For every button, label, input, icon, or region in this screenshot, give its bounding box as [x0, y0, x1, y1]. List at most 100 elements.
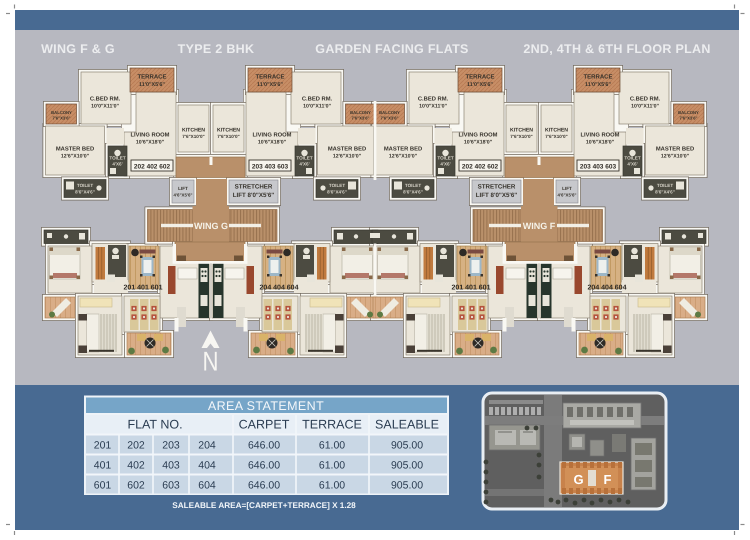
svg-text:7'6"X3'6": 7'6"X3'6" [679, 116, 697, 121]
svg-text:G: G [573, 472, 583, 487]
svg-text:F: F [604, 472, 612, 487]
svg-text:203 403 603: 203 403 603 [580, 164, 617, 171]
svg-text:WING F: WING F [523, 221, 556, 231]
svg-text:61.00: 61.00 [319, 440, 345, 452]
svg-text:MASTER BED: MASTER BED [384, 146, 422, 153]
svg-text:10'6"X18'0": 10'6"X18'0" [258, 140, 287, 146]
svg-text:GARDEN FACING FLATS: GARDEN FACING FLATS [315, 42, 468, 56]
svg-text:BALCONY: BALCONY [350, 110, 371, 115]
svg-text:12'6"X10'0": 12'6"X10'0" [661, 154, 690, 160]
svg-text:N: N [203, 347, 219, 377]
svg-text:201 401 601: 201 401 601 [124, 285, 163, 292]
svg-text:4'X6': 4'X6' [112, 162, 122, 167]
svg-text:SALEABLE AREA=[CARPET+TERRACE: SALEABLE AREA=[CARPET+TERRACE] X 1.28 [172, 501, 356, 510]
svg-text:TOILET: TOILET [77, 183, 93, 188]
svg-text:TERRACE: TERRACE [255, 74, 284, 81]
svg-text:905.00: 905.00 [391, 480, 423, 492]
svg-text:LIFT 8'0"X5'6": LIFT 8'0"X5'6" [233, 192, 275, 199]
svg-text:202 402 602: 202 402 602 [462, 164, 499, 171]
svg-text:603: 603 [162, 480, 180, 492]
svg-text:7'6"X10'0": 7'6"X10'0" [182, 134, 204, 139]
svg-text:LIVING ROOM: LIVING ROOM [459, 132, 498, 139]
svg-text:8'6"X4'6": 8'6"X4'6" [655, 190, 675, 195]
svg-text:KITCHEN: KITCHEN [545, 128, 568, 134]
svg-text:4'X6': 4'X6' [627, 162, 637, 167]
svg-text:203 403 603: 203 403 603 [252, 164, 289, 171]
svg-text:C.BED RM.: C.BED RM. [302, 96, 333, 103]
svg-text:TERRACE: TERRACE [583, 74, 612, 81]
svg-text:STRETCHER: STRETCHER [478, 184, 516, 191]
svg-text:TOILET: TOILET [405, 183, 421, 188]
svg-text:12'6"X10'0": 12'6"X10'0" [61, 154, 90, 160]
svg-text:8'6"X4'6": 8'6"X4'6" [327, 190, 347, 195]
svg-text:7'6"X3'6": 7'6"X3'6" [380, 116, 398, 121]
svg-text:11'0"X5'6": 11'0"X5'6" [139, 82, 165, 88]
svg-text:SALEABLE: SALEABLE [375, 418, 439, 432]
svg-text:TOILET: TOILET [657, 183, 673, 188]
svg-text:LIVING ROOM: LIVING ROOM [131, 132, 170, 139]
svg-text:KITCHEN: KITCHEN [510, 128, 533, 134]
svg-text:10'6"X18'0": 10'6"X18'0" [464, 140, 493, 146]
svg-text:C.BED RM.: C.BED RM. [630, 96, 661, 103]
svg-text:4'X6': 4'X6' [299, 162, 309, 167]
svg-text:11'0"X5'6": 11'0"X5'6" [257, 82, 283, 88]
svg-text:7'6"X3'6": 7'6"X3'6" [52, 116, 70, 121]
svg-text:10'6"X18'0": 10'6"X18'0" [136, 140, 165, 146]
svg-text:WING G: WING G [194, 221, 228, 231]
svg-text:LIFT: LIFT [562, 186, 572, 191]
svg-text:LIVING ROOM: LIVING ROOM [253, 132, 292, 139]
svg-text:TERRACE: TERRACE [137, 74, 166, 81]
svg-text:TYPE 2 BHK: TYPE 2 BHK [178, 42, 255, 56]
svg-text:LIVING ROOM: LIVING ROOM [581, 132, 620, 139]
svg-text:201: 201 [94, 440, 112, 452]
svg-text:C.BED RM.: C.BED RM. [90, 96, 121, 103]
svg-text:WING F & G: WING F & G [41, 42, 115, 56]
svg-text:905.00: 905.00 [391, 460, 423, 472]
svg-text:7'6"X10'0": 7'6"X10'0" [510, 134, 532, 139]
svg-text:203: 203 [162, 440, 180, 452]
svg-text:10'0"X11'0": 10'0"X11'0" [91, 104, 119, 110]
svg-text:7'6"X3'6": 7'6"X3'6" [351, 116, 369, 121]
svg-text:204 404 604: 204 404 604 [260, 285, 299, 292]
svg-text:TOILET: TOILET [109, 156, 125, 161]
svg-text:LIFT 8'0"X5'6": LIFT 8'0"X5'6" [476, 192, 518, 199]
svg-text:7'6"X10'0": 7'6"X10'0" [217, 134, 239, 139]
svg-text:202 402 602: 202 402 602 [134, 164, 171, 171]
svg-text:CARPET: CARPET [239, 418, 290, 432]
svg-text:KITCHEN: KITCHEN [182, 128, 205, 134]
svg-text:202: 202 [127, 440, 145, 452]
svg-text:8'6"X4'6": 8'6"X4'6" [75, 190, 95, 195]
svg-text:204 404 604: 204 404 604 [588, 285, 627, 292]
svg-text:61.00: 61.00 [319, 460, 345, 472]
svg-text:AREA STATEMENT: AREA STATEMENT [208, 399, 324, 413]
svg-text:7'6"X10'0": 7'6"X10'0" [545, 134, 567, 139]
svg-text:KITCHEN: KITCHEN [217, 128, 240, 134]
svg-text:602: 602 [127, 480, 145, 492]
svg-text:BALCONY: BALCONY [51, 110, 72, 115]
svg-text:LIFT: LIFT [178, 186, 188, 191]
svg-text:402: 402 [127, 460, 145, 472]
svg-text:FLAT NO.: FLAT NO. [127, 418, 182, 432]
svg-text:905.00: 905.00 [391, 440, 423, 452]
svg-text:MASTER BED: MASTER BED [56, 146, 94, 153]
svg-text:4'X6': 4'X6' [440, 162, 450, 167]
svg-text:TOILET: TOILET [437, 156, 453, 161]
svg-text:STRETCHER: STRETCHER [235, 184, 273, 191]
svg-text:12'6"X10'0": 12'6"X10'0" [333, 154, 362, 160]
svg-text:404: 404 [198, 460, 216, 472]
svg-text:8'6"X4'6": 8'6"X4'6" [403, 190, 423, 195]
svg-text:TOILET: TOILET [329, 183, 345, 188]
svg-text:4'6"X5'6": 4'6"X5'6" [174, 193, 193, 198]
svg-text:12'6"X10'0": 12'6"X10'0" [389, 154, 418, 160]
svg-text:401: 401 [94, 460, 112, 472]
svg-text:MASTER BED: MASTER BED [656, 146, 694, 153]
svg-text:10'0"X11'0": 10'0"X11'0" [303, 104, 331, 110]
svg-text:646.00: 646.00 [248, 440, 280, 452]
svg-text:BALCONY: BALCONY [678, 110, 699, 115]
svg-text:10'6"X18'0": 10'6"X18'0" [586, 140, 615, 146]
svg-text:11'0"X5'6": 11'0"X5'6" [585, 82, 611, 88]
svg-text:201 401 601: 201 401 601 [452, 285, 491, 292]
svg-text:11'0"X5'6": 11'0"X5'6" [467, 82, 493, 88]
svg-text:TOILET: TOILET [624, 156, 640, 161]
svg-text:4'6"X5'6": 4'6"X5'6" [558, 193, 577, 198]
